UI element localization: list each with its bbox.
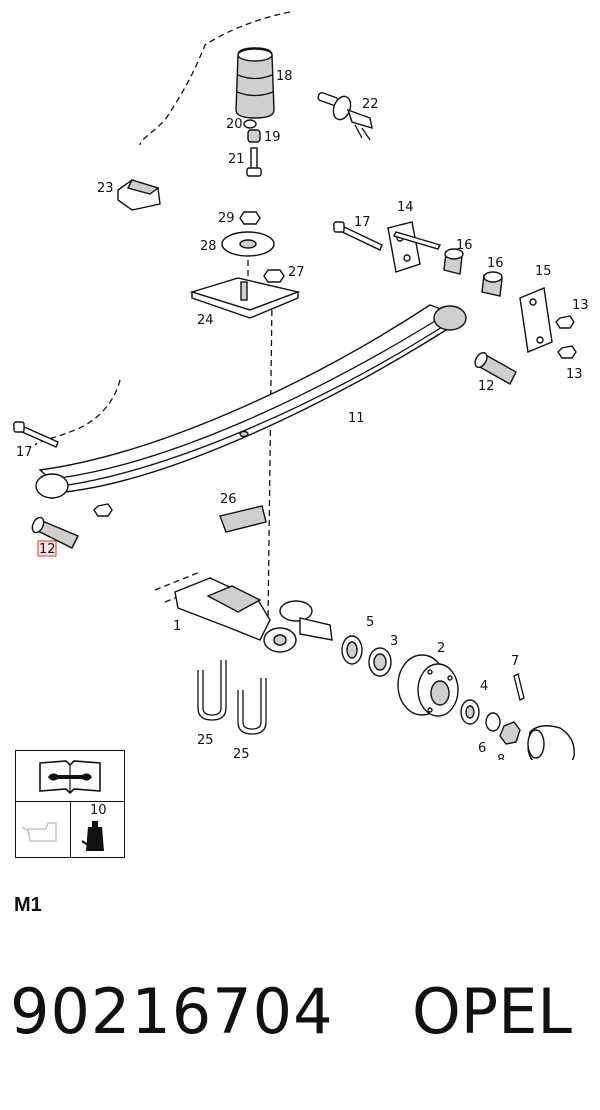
rubber-pad[interactable] bbox=[117, 179, 161, 211]
manual-section bbox=[16, 751, 124, 802]
callout-7: 7 bbox=[511, 654, 519, 669]
outer-bearing[interactable] bbox=[460, 699, 480, 725]
legend-note-number: 10 bbox=[90, 803, 107, 818]
axle-beam[interactable] bbox=[154, 571, 333, 653]
callout-12: 12 bbox=[478, 379, 495, 394]
spring-clamp-plate[interactable] bbox=[189, 277, 301, 319]
spring-seat-plate[interactable] bbox=[221, 231, 275, 257]
callout-5: 5 bbox=[366, 615, 374, 630]
callout-17: 17 bbox=[354, 215, 371, 230]
inner-bearing[interactable] bbox=[368, 647, 392, 677]
callout-29: 29 bbox=[218, 211, 235, 226]
book-wrench-icon bbox=[39, 760, 101, 795]
highlight-box bbox=[37, 540, 57, 557]
callout-13: 13 bbox=[566, 367, 583, 382]
hub-cap[interactable] bbox=[527, 725, 575, 760]
u-bolt[interactable] bbox=[197, 660, 227, 721]
vehicle-body-outline bbox=[34, 379, 121, 446]
shackle-bushing[interactable] bbox=[481, 271, 503, 297]
u-bolt[interactable] bbox=[237, 678, 267, 735]
axle-center-line bbox=[267, 299, 273, 621]
shackle-plate[interactable] bbox=[519, 287, 553, 353]
oil-can-icon bbox=[21, 822, 57, 842]
spacer-bushing[interactable] bbox=[247, 129, 261, 143]
spring-eye-bolt[interactable] bbox=[13, 421, 59, 448]
grease-section: 10 bbox=[70, 801, 124, 857]
cotter-pin[interactable] bbox=[513, 673, 525, 701]
callout-25: 25 bbox=[197, 733, 214, 748]
shackle-plate[interactable] bbox=[387, 221, 441, 273]
callout-3: 3 bbox=[390, 634, 398, 649]
nut[interactable] bbox=[557, 345, 577, 359]
nut[interactable] bbox=[239, 211, 261, 225]
callout-20: 20 bbox=[226, 117, 243, 132]
spring-eye-bushing[interactable] bbox=[30, 516, 79, 549]
oil-section bbox=[16, 801, 71, 857]
callout-27: 27 bbox=[288, 265, 305, 280]
castle-nut[interactable] bbox=[499, 721, 521, 745]
service-legend-box: 10 bbox=[15, 750, 125, 858]
spring-eye-bolt[interactable] bbox=[333, 221, 383, 251]
grease-bottle-icon bbox=[81, 821, 104, 851]
wheel-hub[interactable] bbox=[397, 654, 459, 717]
callout-1: 1 bbox=[173, 619, 181, 634]
oil-seal[interactable] bbox=[341, 635, 363, 665]
mounting-bolt[interactable] bbox=[246, 147, 262, 177]
washer[interactable] bbox=[243, 119, 257, 129]
callout-17: 17 bbox=[16, 445, 33, 460]
callout-18: 18 bbox=[276, 69, 293, 84]
callout-11: 11 bbox=[348, 411, 365, 426]
callout-4: 4 bbox=[480, 679, 488, 694]
callout-15: 15 bbox=[535, 264, 552, 279]
vehicle-body-outline bbox=[139, 11, 291, 146]
shackle-bushing[interactable] bbox=[443, 248, 464, 275]
bump-stop[interactable] bbox=[235, 47, 275, 119]
callout-24: 24 bbox=[197, 313, 214, 328]
callout-26: 26 bbox=[220, 492, 237, 507]
callout-12-highlighted: 12 bbox=[39, 542, 56, 557]
callout-2: 2 bbox=[437, 641, 445, 656]
leaf-spring[interactable] bbox=[35, 304, 467, 499]
nut[interactable] bbox=[263, 269, 285, 283]
callout-28: 28 bbox=[200, 239, 217, 254]
spring-pad[interactable] bbox=[219, 505, 267, 533]
thrust-washer[interactable] bbox=[485, 712, 501, 732]
spring-eye-bushing[interactable] bbox=[473, 351, 517, 385]
callout-16: 16 bbox=[487, 256, 504, 271]
callout-22: 22 bbox=[362, 97, 379, 112]
callout-8: 8 bbox=[497, 753, 505, 760]
callout-25: 25 bbox=[233, 747, 250, 760]
brand-name: OPEL bbox=[412, 975, 572, 1048]
callout-19: 19 bbox=[264, 130, 281, 145]
exploded-parts-diagram: 18 20 19 21 22 23 29 28 27 24 17 bbox=[13, 11, 589, 760]
section-code: M1 bbox=[14, 894, 42, 916]
nut[interactable] bbox=[555, 315, 575, 329]
callout-23: 23 bbox=[97, 181, 114, 196]
callout-14: 14 bbox=[397, 200, 414, 215]
callout-6: 6 bbox=[478, 741, 486, 756]
callout-13: 13 bbox=[572, 298, 589, 313]
part-number: 90216704 bbox=[10, 975, 334, 1048]
callout-16: 16 bbox=[456, 238, 473, 253]
nut[interactable] bbox=[93, 503, 113, 517]
callout-21: 21 bbox=[228, 152, 245, 167]
shock-absorber-mount[interactable] bbox=[317, 91, 373, 141]
